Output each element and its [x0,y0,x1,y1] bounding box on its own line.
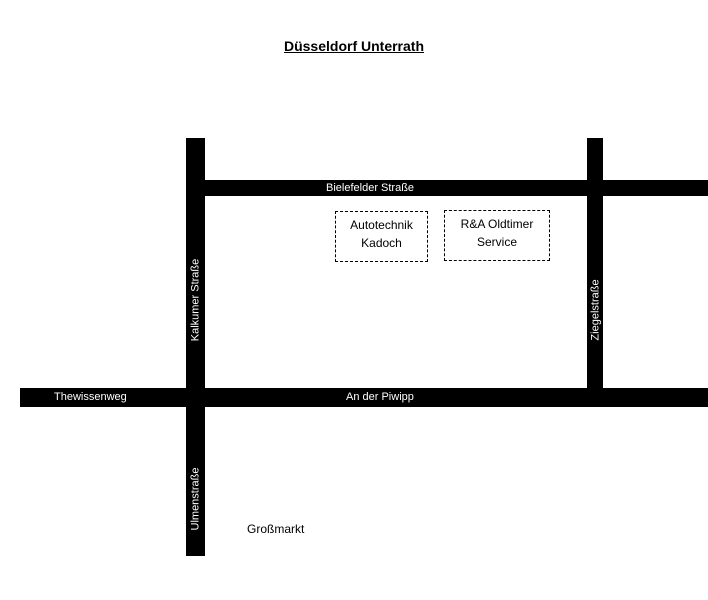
street-label-ulmen: Ulmenstraße [189,467,202,531]
place-label-grossmarkt: Großmarkt [247,522,305,536]
street-label-ziegel: Ziegelstraße [589,279,602,341]
map-title: Düsseldorf Unterrath [283,38,425,54]
business-name-line1: Autotechnik [350,218,413,232]
road-bielefelder-strasse [186,180,708,196]
road-ziegelstrasse [587,138,603,388]
business-ra-oldtimer-service: R&A Oldtimer Service [444,210,550,261]
street-label-kalkumer: Kalkumer Straße [189,258,202,342]
business-autotechnik-kadoch: Autotechnik Kadoch [335,211,428,262]
street-label-bielefelder: Bielefelder Straße [326,182,415,194]
business-name-line1: R&A Oldtimer [460,217,534,231]
road-an-der-piwipp [20,388,708,407]
road-kalkumer-strasse [186,138,205,388]
business-name-line2: Service [476,235,517,249]
street-label-thewissenweg: Thewissenweg [54,391,127,403]
street-label-piwipp: An der Piwipp [346,391,414,403]
business-name-line2: Kadoch [361,236,402,250]
road-ulmenstrasse [186,407,205,556]
